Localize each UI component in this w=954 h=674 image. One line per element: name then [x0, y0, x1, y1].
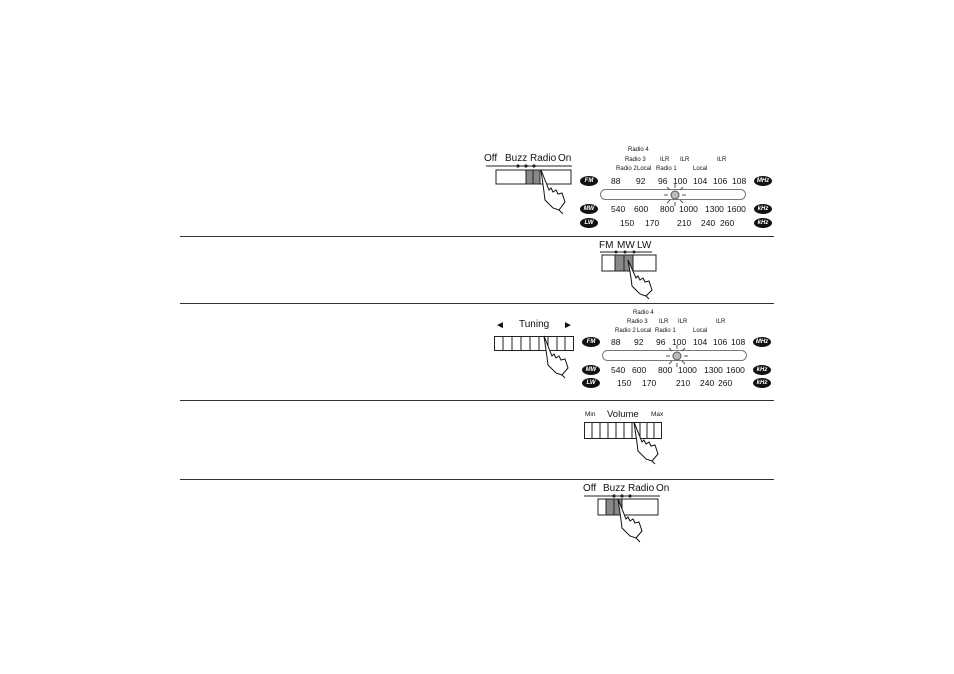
fm-tick: 106 — [713, 176, 728, 186]
fm-tick: 104 — [693, 176, 708, 186]
tuning-indicator-icon — [664, 184, 686, 206]
fm-tick: 88 — [611, 176, 621, 186]
band-label-mw: MW — [617, 240, 635, 251]
switch-label-on: On — [656, 483, 670, 494]
tuning-label: Tuning — [519, 319, 550, 330]
switch-label-radio: Radio — [628, 483, 655, 494]
section-divider — [180, 479, 774, 480]
preset-bot-2: Radio 1 — [656, 166, 677, 172]
pointing-hand-icon — [633, 421, 659, 465]
section-divider — [180, 303, 774, 304]
tuning-thumbwheel[interactable] — [494, 336, 576, 352]
fm-tick: 106 — [713, 337, 728, 347]
khz-badge: kHz — [754, 218, 772, 228]
mhz-badge: MHz — [754, 176, 772, 186]
mw-tick: 540 — [611, 365, 626, 375]
mw-tick: 1300 — [704, 365, 723, 375]
khz-badge: kHz — [753, 378, 771, 388]
lw-tick: 170 — [645, 218, 660, 228]
lw-tick: 210 — [676, 378, 691, 388]
slide-switch[interactable] — [486, 164, 576, 214]
preset-mid-1: ILR — [659, 319, 669, 325]
switch-label-off: Off — [583, 483, 597, 494]
fm-tick: 92 — [636, 176, 646, 186]
switch-label-off: Off — [484, 153, 498, 164]
lw-tick: 150 — [620, 218, 635, 228]
mw-tick: 1000 — [678, 365, 697, 375]
lw-badge: LW — [582, 378, 600, 388]
lw-tick: 240 — [701, 218, 716, 228]
preset-mid-3: ILR — [717, 157, 727, 163]
mw-tick: 1600 — [727, 204, 746, 214]
preset-radio4: Radio 4 — [633, 310, 654, 316]
fm-badge: FM — [580, 176, 598, 186]
preset-bot-3: Local — [693, 166, 708, 172]
preset-radio4: Radio 4 — [628, 147, 649, 153]
pointing-hand-icon — [627, 259, 653, 300]
volume-min-label: Min — [585, 411, 596, 418]
switch-label-radio: Radio — [530, 153, 557, 164]
preset-bot-2: Radio 1 — [655, 328, 676, 334]
pointing-hand-icon — [617, 498, 643, 543]
volume-label: Volume — [607, 409, 639, 420]
mw-badge: MW — [582, 365, 600, 375]
fm-tick: 108 — [731, 337, 746, 347]
fm-tick: 96 — [656, 337, 666, 347]
lw-tick: 210 — [677, 218, 692, 228]
mw-tick: 1000 — [679, 204, 698, 214]
preset-mid-2: ILR — [678, 319, 688, 325]
preset-mid-1: ILR — [660, 157, 670, 163]
mw-tick: 540 — [611, 204, 626, 214]
khz-badge: kHz — [753, 365, 771, 375]
fm-tick: 104 — [693, 337, 708, 347]
preset-bot-0: Radio 2 — [616, 166, 637, 172]
lw-tick: 240 — [700, 378, 715, 388]
band-label-lw: LW — [637, 240, 652, 251]
fm-tick: 100 — [672, 337, 687, 347]
tuning-indicator-icon — [666, 345, 688, 367]
section-divider — [180, 236, 774, 237]
switch-label-on: On — [558, 153, 572, 164]
band-label-fm: FM — [599, 240, 614, 251]
mw-tick: 800 — [658, 365, 673, 375]
lw-tick: 150 — [617, 378, 632, 388]
mw-tick: 600 — [634, 204, 649, 214]
pointing-hand-icon — [540, 169, 566, 215]
pointing-hand-icon — [543, 335, 569, 379]
fm-tick: 96 — [658, 176, 668, 186]
preset-mid-3: ILR — [716, 319, 726, 325]
preset-bot-1: Local — [637, 328, 652, 334]
preset-mid-0: Radio 3 — [625, 157, 646, 163]
lw-tick: 170 — [642, 378, 657, 388]
fm-badge: FM — [582, 337, 600, 347]
lw-tick: 260 — [720, 218, 735, 228]
fm-tick: 108 — [732, 176, 747, 186]
fm-tick: 92 — [634, 337, 644, 347]
mw-tick: 800 — [660, 204, 675, 214]
preset-mid-2: ILR — [680, 157, 690, 163]
fm-tick: 100 — [673, 176, 688, 186]
fm-tick: 88 — [611, 337, 621, 347]
switch-label-buzz: Buzz — [603, 483, 626, 494]
volume-max-label: Max — [651, 411, 664, 418]
khz-badge: kHz — [754, 204, 772, 214]
mw-tick: 1300 — [705, 204, 724, 214]
section-divider — [180, 400, 774, 401]
slide-switch[interactable] — [584, 494, 664, 518]
tune-left-arrow[interactable]: ◄ — [495, 320, 505, 331]
preset-mid-0: Radio 3 — [627, 319, 648, 325]
lw-tick: 260 — [718, 378, 733, 388]
preset-bot-3: Local — [693, 328, 708, 334]
tune-right-arrow[interactable]: ► — [563, 320, 573, 331]
volume-thumbwheel[interactable] — [584, 422, 664, 440]
preset-bot-1: Local — [637, 166, 652, 172]
switch-label-buzz: Buzz — [505, 153, 528, 164]
mw-tick: 600 — [632, 365, 647, 375]
mw-badge: MW — [580, 204, 598, 214]
mhz-badge: MHz — [753, 337, 771, 347]
preset-bot-0: Radio 2 — [615, 328, 636, 334]
lw-badge: LW — [580, 218, 598, 228]
mw-tick: 1600 — [726, 365, 745, 375]
